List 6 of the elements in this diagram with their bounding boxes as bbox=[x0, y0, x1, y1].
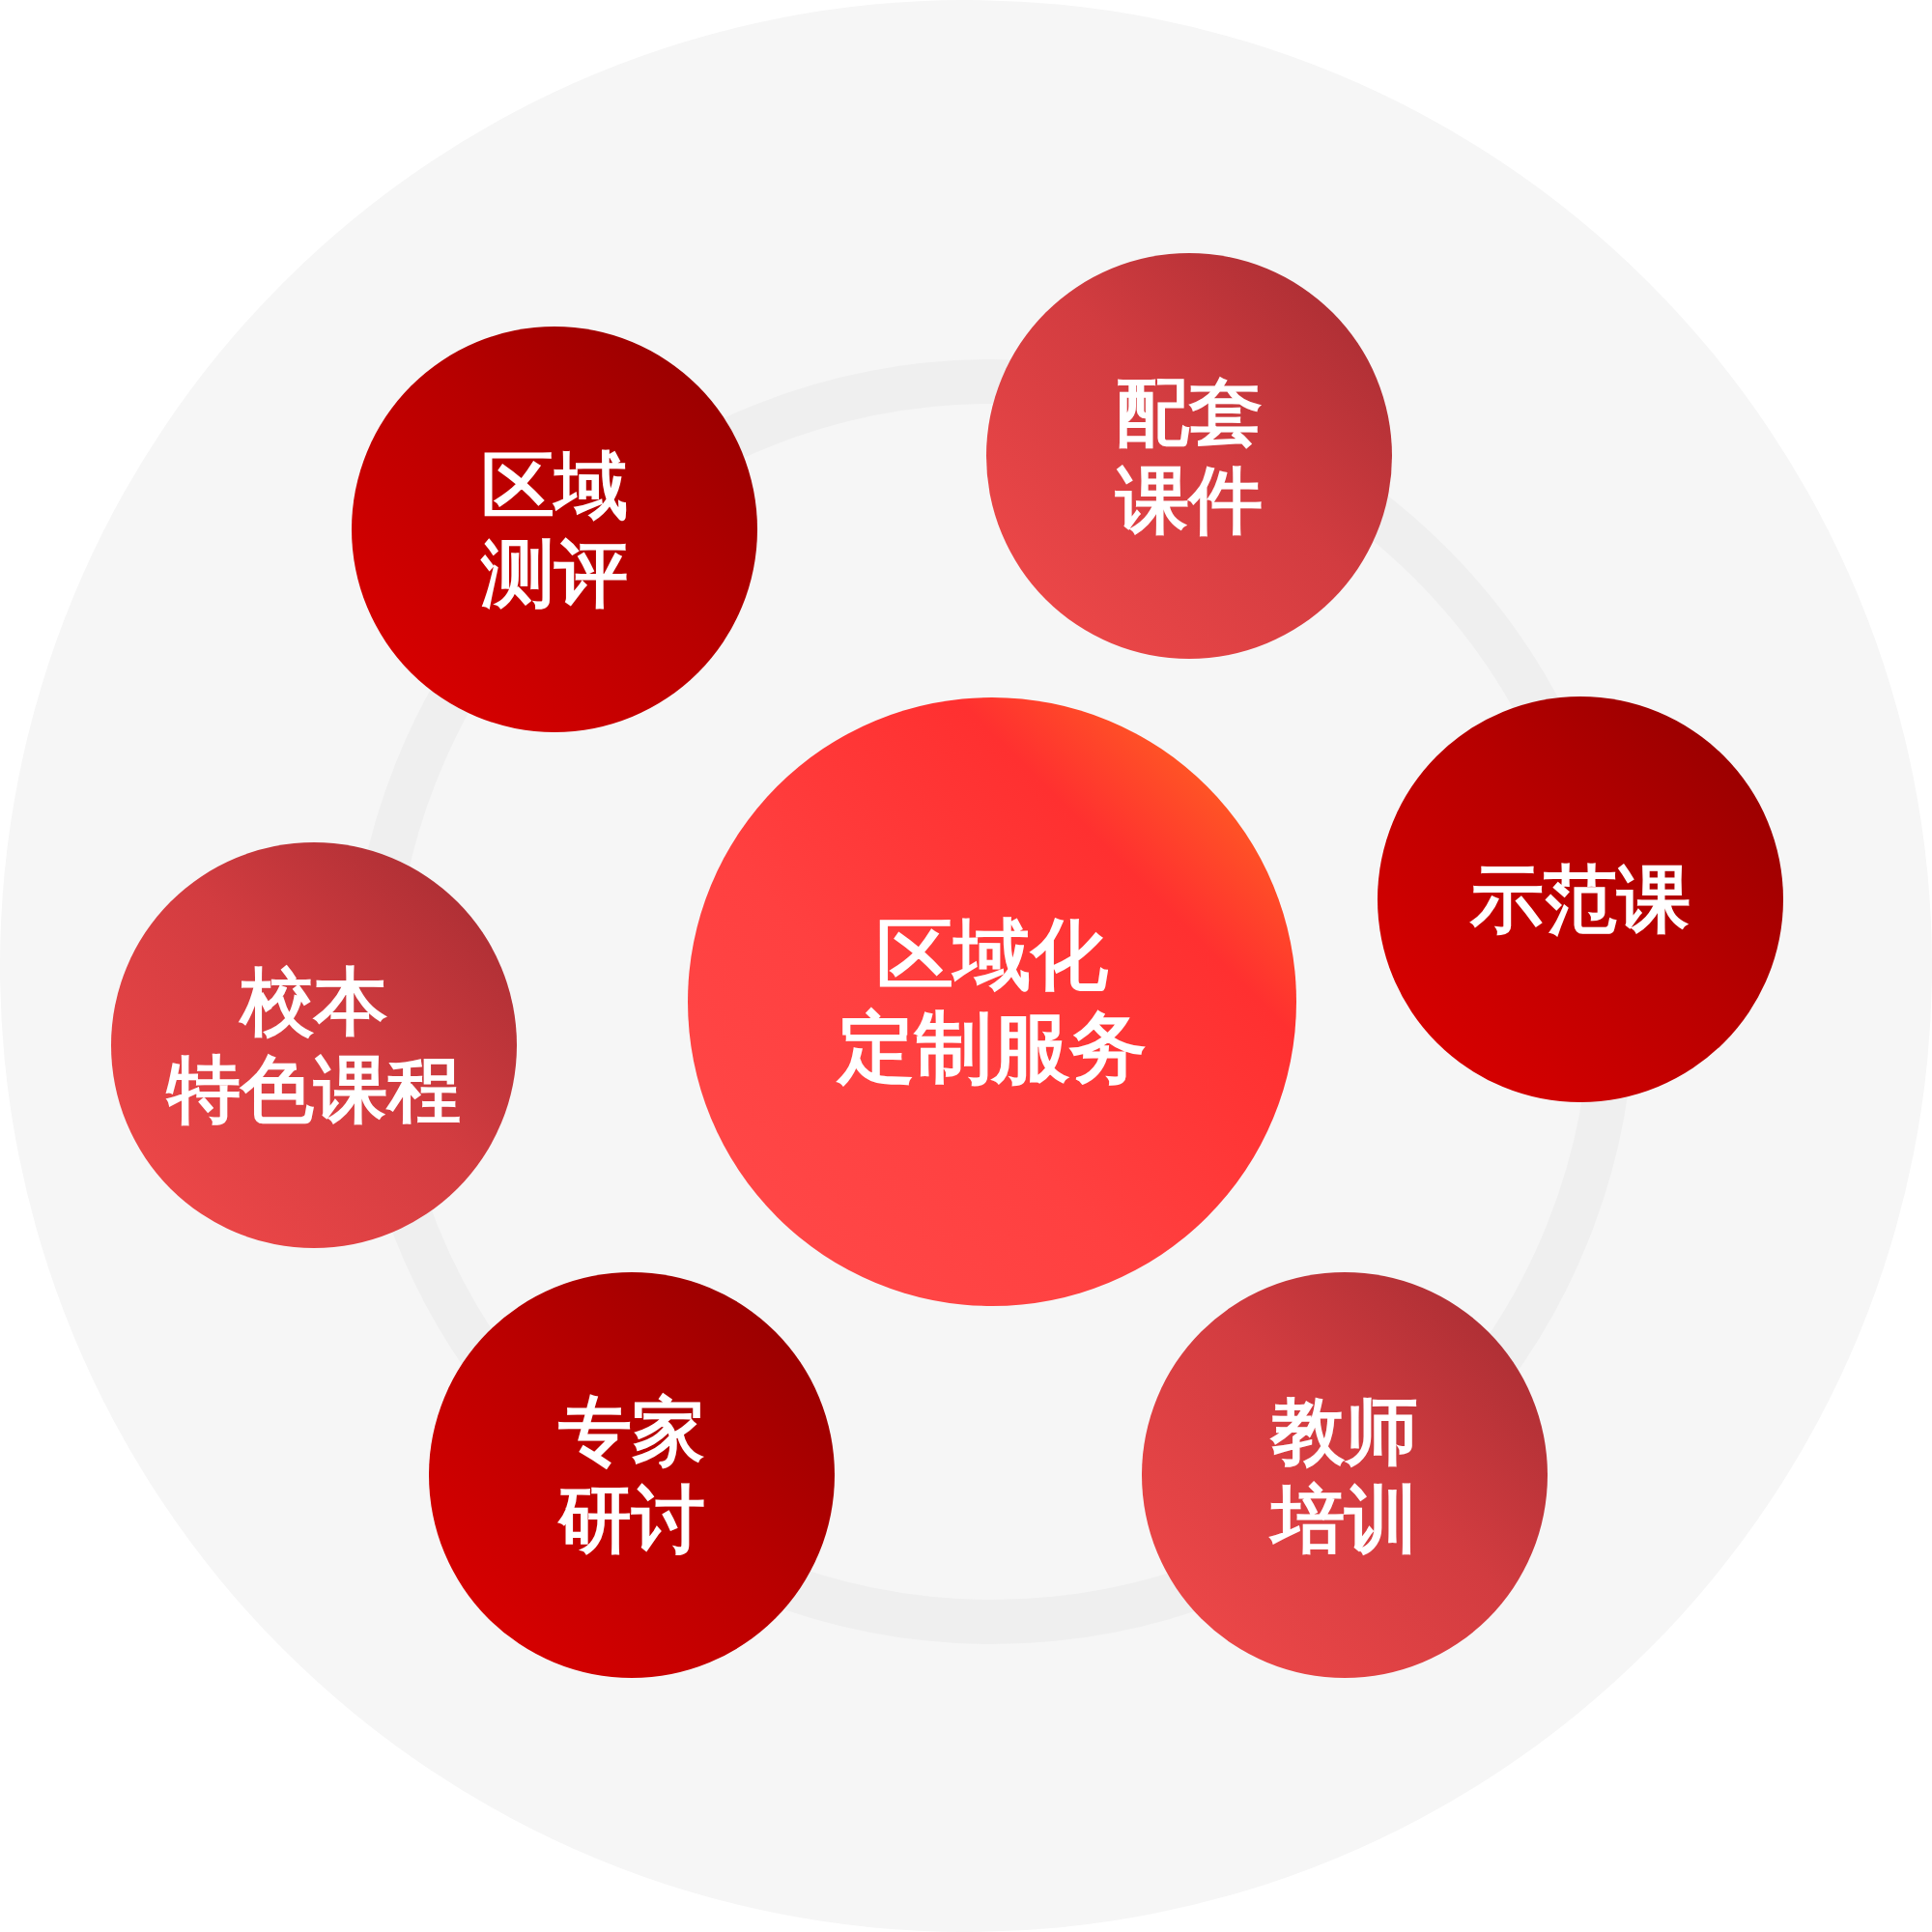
circle-label: 配套课件 bbox=[1116, 367, 1263, 545]
circle-label: 示范课 bbox=[1470, 855, 1690, 944]
circle-label: 专家研讨 bbox=[558, 1386, 705, 1564]
circle-label: 区域测评 bbox=[481, 440, 628, 618]
circle-label: 校本特色课程 bbox=[167, 956, 461, 1134]
circle-label: 区域化定制服务 bbox=[838, 909, 1147, 1094]
